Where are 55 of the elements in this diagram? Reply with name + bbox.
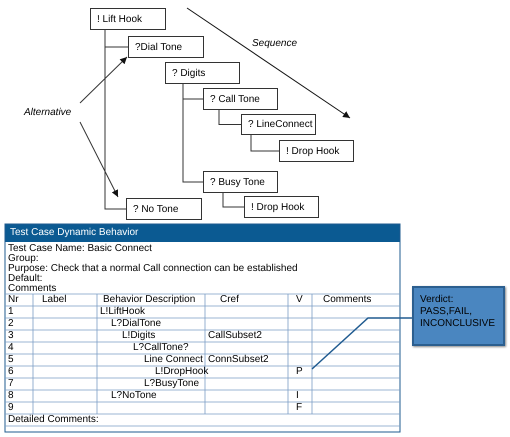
process-box: ! Drop Hook (279, 140, 354, 162)
table-cell: I (296, 390, 299, 402)
table-cell: 2 (8, 318, 14, 330)
process-box: ? Digits (165, 62, 240, 84)
table-cell: F (296, 402, 302, 414)
connector-line (104, 30, 126, 210)
process-box: ? Call Tone (203, 88, 278, 110)
column-header: Label (42, 294, 66, 306)
table-cell: 9 (8, 402, 14, 414)
table-cell: 4 (8, 342, 14, 354)
table-cell: Line Connect (144, 354, 203, 366)
table-cell: L?CallTone? (133, 342, 189, 354)
column-header: Behavior Description (103, 294, 196, 306)
connector-line (218, 110, 242, 125)
table-cell: P (296, 366, 303, 378)
table-cell: CallSubset2 (208, 330, 262, 342)
connector-line (222, 192, 244, 208)
table-cell: 5 (8, 354, 14, 366)
table-cell: L?NoTone (111, 390, 157, 402)
arrow (80, 122, 118, 198)
connector-line (182, 84, 204, 182)
info-text: Detailed Comments: (8, 414, 99, 426)
table-cell: L!LiftHook (100, 306, 146, 318)
process-box: ? Busy Tone (203, 171, 278, 193)
table-cell: 7 (8, 378, 14, 390)
column-header: Comments (323, 294, 372, 306)
table-cell: L?BusyTone (144, 378, 200, 390)
column-header: Cref (220, 294, 239, 306)
arrow (80, 56, 128, 104)
leader-line (312, 317, 412, 370)
table-cell: 1 (8, 306, 14, 318)
column-header: Nr (8, 294, 19, 306)
callout-box: Verdict: PASS,FAIL, INCONCLUSIVE (412, 286, 505, 346)
info-text: Test Case Name: Basic Connect (8, 243, 152, 254)
process-box: ? LineConnect (241, 114, 316, 135)
info-text: Default: (8, 273, 42, 284)
table-title: Test Case Dynamic Behavior (10, 227, 138, 239)
process-box: ? No Tone (126, 198, 202, 220)
info-text: Comments (8, 283, 56, 294)
column-header: V (296, 294, 303, 306)
table-cell: L!DropHook (155, 366, 208, 378)
process-box: ! Lift Hook (90, 8, 166, 30)
table-cell: 8 (8, 390, 14, 402)
process-box: ! Drop Hook (244, 196, 319, 218)
table-cell: 6 (8, 366, 14, 378)
annotation-text: Sequence (252, 38, 298, 50)
table-cell: 3 (8, 330, 14, 342)
info-text: Group: (8, 253, 39, 264)
table-cell: ConnSubset2 (208, 354, 269, 366)
connector-line (250, 134, 280, 152)
process-box: ?Dial Tone (128, 36, 204, 58)
info-text: Purpose: Check that a normal Call connection can be established (8, 263, 298, 274)
table-cell: L?DialTone (111, 318, 162, 330)
table-cell: L!Digits (122, 330, 156, 342)
annotation-text: Alternative (24, 105, 80, 120)
